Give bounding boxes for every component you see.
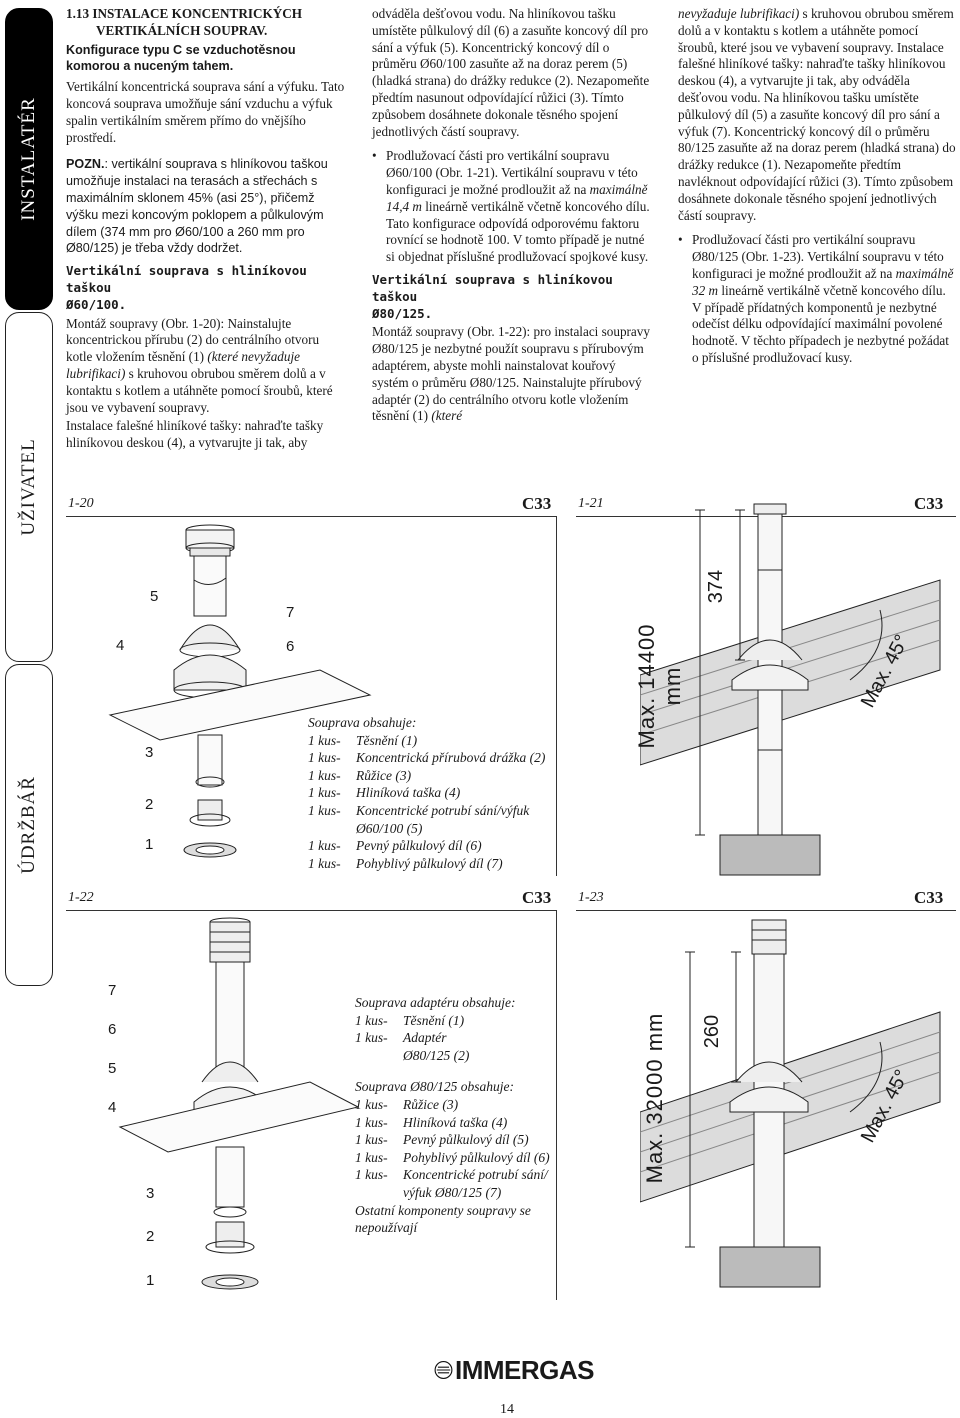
- callout-4: 4: [108, 1099, 117, 1116]
- fig-1-22-side-rule: [556, 910, 557, 1300]
- tab-installer: INSTALATÉR: [5, 8, 53, 310]
- tile-paragraph: Instalace falešné hliníkové tašky: nahra…: [66, 418, 324, 451]
- page-number: 14: [500, 1402, 514, 1417]
- kit-item: 1 kus-Pohyblivý půlkulový díl (6): [355, 1149, 550, 1165]
- kit-item: 1 kus-Těsnění (1): [355, 1012, 465, 1028]
- fig-1-20-code: C33: [522, 494, 552, 513]
- fig-1-22-code: C33: [522, 888, 552, 907]
- callout-1: 1: [146, 1272, 155, 1289]
- intro-paragraph: Vertikální koncentrická souprava sání a …: [66, 79, 345, 145]
- kit-note: Ostatní komponenty soupravy se nepoužíva…: [355, 1202, 531, 1236]
- kit-item: 1 kus-Růžice (3): [355, 1096, 459, 1112]
- brand-name: IMMERGAS: [455, 1354, 595, 1385]
- bullet-dot-icon: •: [372, 148, 377, 164]
- kit-item: 1 kus-Adaptér: [355, 1030, 447, 1046]
- callout-5: 5: [150, 588, 159, 605]
- fig-1-21-code: C33: [914, 494, 944, 513]
- kit-item: 1 kus-Koncentrická přírubová drážka (2): [308, 750, 546, 766]
- kit-item: 1 kus-Pevný půlkulový díl (6): [308, 838, 482, 854]
- fig-1-20-top-rule: [66, 516, 556, 517]
- kit-item: výfuk Ø80/125 (7): [403, 1184, 502, 1200]
- callout-2: 2: [145, 796, 154, 813]
- section-subheading: Konfigurace typu C se vzduchotěsnou komo…: [66, 42, 296, 74]
- fig-1-20-kit-list: Souprava obsahuje: 1 kus-Těsnění (1) 1 k…: [308, 714, 558, 872]
- fig-1-21-drawing: [640, 503, 941, 876]
- fig-1-21-label: 1-21: [578, 496, 604, 511]
- fig-1-22-adapter-list: Souprava adaptéru obsahuje: 1 kus-Těsněn…: [355, 994, 555, 1237]
- callout-3: 3: [145, 744, 154, 761]
- kit-item: 1 kus-Pohyblivý půlkulový díl (7): [308, 855, 503, 871]
- callout-6: 6: [286, 638, 295, 655]
- callout-1: 1: [145, 836, 154, 853]
- adapter-title: Souprava adaptéru obsahuje:: [355, 995, 516, 1010]
- callout-5: 5: [108, 1060, 117, 1077]
- bullet-extension-80: • Prodlužovací části pro vertikální soup…: [678, 232, 954, 365]
- brand-mark-icon: [434, 1361, 453, 1379]
- dim-top-height: 374: [705, 569, 728, 604]
- tab-maintenance: ÚDRŽBÁŘ: [5, 664, 53, 986]
- fig-1-22-label: 1-22: [68, 890, 94, 905]
- fig-1-23-code: C33: [914, 888, 944, 907]
- tab-installer-label: INSTALATÉR: [18, 97, 39, 221]
- callout-7: 7: [108, 982, 117, 999]
- callout-7: 7: [286, 604, 295, 621]
- dim-top-height: 260: [701, 1014, 724, 1049]
- tab-user-label: UŽIVATEL: [18, 438, 39, 536]
- tab-maintenance-label: ÚDRŽBÁŘ: [18, 776, 39, 874]
- dim-max-length: Max. 32000 mm: [642, 1012, 667, 1184]
- kit-item: Ø80/125 (2): [403, 1047, 470, 1063]
- tab-user: UŽIVATEL: [5, 312, 53, 662]
- note-paragraph: POZN.: vertikální souprava s hliníkovou …: [66, 157, 328, 256]
- kit-item: 1 kus-Koncentrické potrubí sání/: [355, 1167, 548, 1183]
- kit-item: 1 kus-Těsnění (1): [308, 732, 418, 748]
- fig-1-23-label: 1-23: [578, 890, 604, 905]
- assembly80-paragraph: Montáž soupravy (Obr. 1-22): pro instala…: [372, 324, 650, 424]
- kit-title: Souprava obsahuje:: [308, 715, 417, 730]
- kit-item: 1 kus-Hliníková taška (4): [308, 785, 461, 801]
- fig-1-20-side-rule: [556, 516, 557, 876]
- fig-1-22-exploded-drawing: [118, 917, 360, 1290]
- fig-1-23-top-rule: [576, 910, 956, 911]
- bullet-extension-60: • Prodlužovací části pro vertikální soup…: [372, 148, 650, 265]
- callout-3: 3: [146, 1185, 155, 1202]
- kit-item: 1 kus-Hliníková taška (4): [355, 1114, 508, 1130]
- text-column-3: nevyžaduje lubrifikaci) s kruhovou obrub…: [678, 6, 958, 367]
- brand-logo: IMMERGAS: [434, 1352, 595, 1388]
- callout-6: 6: [108, 1021, 117, 1038]
- text-column-2: odváděla dešťovou vodu. Na hliníkovou ta…: [372, 6, 654, 427]
- bullet-dot-icon: •: [678, 232, 683, 248]
- fig-1-20-exploded-drawing: [108, 524, 372, 858]
- kit-title: Souprava Ø80/125 obsahuje:: [355, 1079, 514, 1095]
- callout-4: 4: [116, 637, 125, 654]
- assembly-paragraph: Montáž soupravy (Obr. 1-20): Nainstalujt…: [66, 315, 333, 415]
- kit-item: 1 kus-Pevný půlkulový díl (5): [355, 1132, 529, 1148]
- continued-paragraph-3: nevyžaduje lubrifikaci) s kruhovou obrub…: [678, 6, 956, 223]
- kit-item: Ø60/100 (5): [356, 820, 423, 836]
- fig-1-22-top-rule: [66, 910, 556, 911]
- fig-1-20-label: 1-20: [68, 496, 94, 511]
- callout-2: 2: [146, 1228, 155, 1245]
- dim-max-length: Max. 14400 mm: [634, 623, 685, 749]
- fig-1-23-drawing: [640, 919, 941, 1288]
- continued-paragraph: odváděla dešťovou vodu. Na hliníkovou ta…: [372, 6, 650, 139]
- kit-item: 1 kus-Koncentrické potrubí sání/výfuk: [308, 802, 530, 818]
- kit-item: 1 kus-Růžice (3): [308, 767, 412, 783]
